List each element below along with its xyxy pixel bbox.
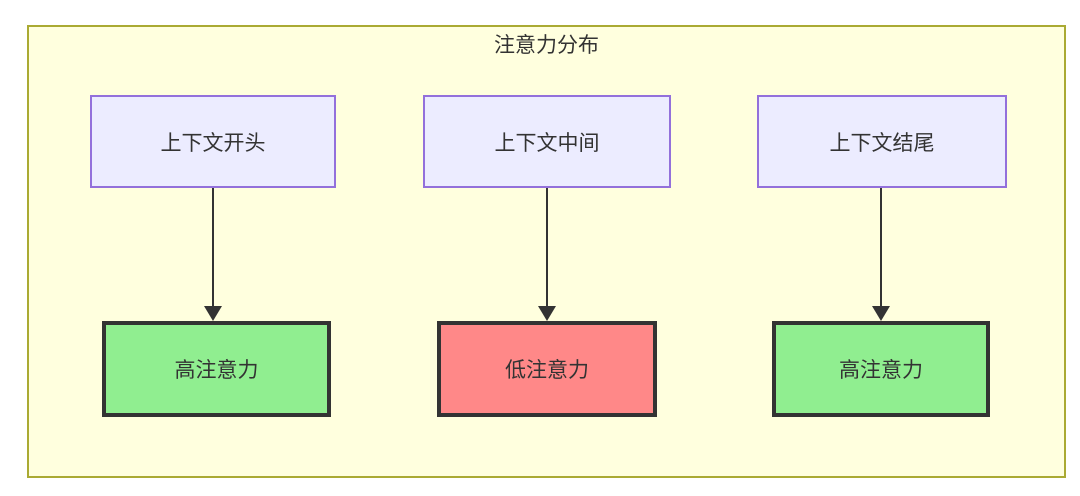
down-arrow-icon [538,306,556,321]
diagram-title: 注意力分布 [494,34,599,57]
node-context-start: 上下文开头 [90,95,336,188]
node-high-attention-2: 高注意力 [772,321,990,417]
down-arrow-line [880,188,882,307]
node-low-attention: 低注意力 [437,321,657,417]
down-arrow-line [212,188,214,307]
down-arrow-icon [204,306,222,321]
down-arrow-line [546,188,548,307]
down-arrow-icon [872,306,890,321]
node-high-attention-1: 高注意力 [102,321,331,417]
node-context-end: 上下文结尾 [757,95,1007,188]
node-context-middle: 上下文中间 [423,95,671,188]
